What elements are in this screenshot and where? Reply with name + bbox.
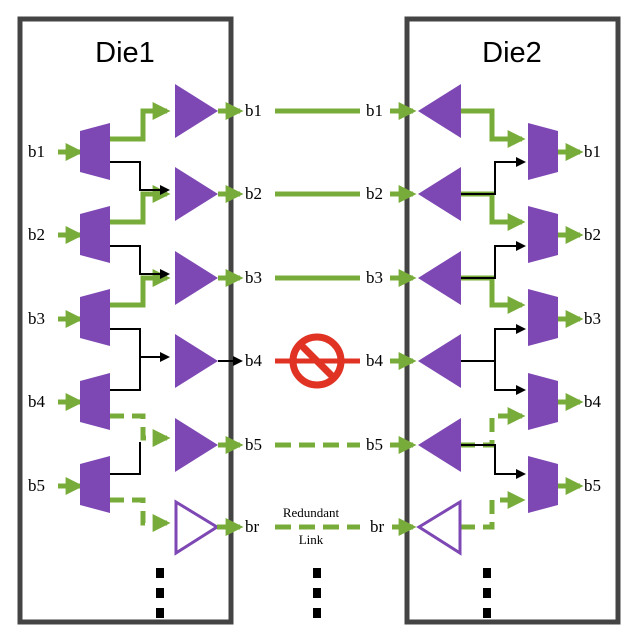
die2-alt-path-3 bbox=[461, 241, 526, 279]
die2-path-2 bbox=[461, 191, 526, 231]
die2-mux-3 bbox=[528, 289, 558, 346]
die1-out-label-b3: b3 bbox=[245, 268, 262, 287]
die2-in-label-b1: b1 bbox=[366, 101, 383, 120]
die2-alt-path-2 bbox=[461, 157, 526, 195]
die2-label-b2: b2 bbox=[584, 225, 601, 244]
die1-mux1-upper-path bbox=[110, 102, 171, 142]
die1-tx-buffer-2 bbox=[175, 167, 218, 221]
die1-mux2-upper-path bbox=[110, 185, 171, 225]
die2-in-label-b4: b4 bbox=[366, 351, 384, 370]
die2-mux-2 bbox=[528, 206, 558, 263]
die2-rx-buffer-4 bbox=[418, 334, 461, 388]
die2-path-5 bbox=[461, 407, 526, 448]
die1-label-b5: b5 bbox=[28, 476, 45, 495]
die1-out-label-b2: b2 bbox=[245, 184, 262, 203]
die2-title: Die2 bbox=[482, 37, 542, 69]
die1-mux5-lower-path bbox=[110, 442, 141, 475]
die2-alt-path-4a bbox=[461, 324, 526, 362]
die1-out-label-b4: b4 bbox=[245, 351, 263, 370]
die1-tx-buffer-1 bbox=[175, 84, 218, 138]
die2-path-1 bbox=[461, 108, 526, 148]
redundant-link-label-line2: Link bbox=[299, 532, 324, 547]
die1-label-b1: b1 bbox=[28, 142, 45, 161]
die2-rx-buffer-3 bbox=[418, 251, 461, 305]
die2-label-b4: b4 bbox=[584, 392, 602, 411]
die2-rx-buffer-5 bbox=[418, 418, 461, 472]
die2-path-3 bbox=[461, 275, 526, 314]
die1-tx-buffer-redundant bbox=[174, 499, 220, 556]
die1-tx-buffer-4 bbox=[175, 334, 218, 388]
die1-mux-2 bbox=[80, 206, 110, 263]
die1-mux-column bbox=[58, 84, 220, 556]
die1-out-label-b5: b5 bbox=[245, 435, 262, 454]
broken-link-icon bbox=[289, 333, 345, 389]
die1-label-b3: b3 bbox=[28, 309, 45, 328]
die1-mux4-upper-path bbox=[110, 413, 171, 447]
die2-continuation-dots bbox=[483, 568, 491, 618]
die2-rx-buffer-redundant bbox=[416, 499, 462, 556]
redundant-link-label-line1: Redundant bbox=[283, 505, 340, 520]
die1-box bbox=[17, 16, 234, 625]
die1-mux-3 bbox=[80, 289, 110, 346]
die1-mux-4 bbox=[80, 373, 110, 430]
die1-mux4-lower-path bbox=[110, 357, 141, 391]
die1-out-label-b1: b1 bbox=[245, 101, 262, 120]
die1-mux1-lower-path bbox=[110, 161, 170, 195]
die2-path-redundant bbox=[461, 491, 526, 530]
die2-rx-buffer-1 bbox=[418, 84, 461, 138]
die2-demux-column bbox=[416, 84, 584, 556]
die2-label-b1: b1 bbox=[584, 142, 601, 161]
die1-mux3-lower-path bbox=[110, 328, 170, 362]
die1-continuation-dots bbox=[156, 568, 164, 618]
die1-tx-buffer-5 bbox=[175, 418, 218, 472]
die2-label-b3: b3 bbox=[584, 309, 601, 328]
die2-rx-buffer-2 bbox=[418, 167, 461, 221]
die2-mux-5 bbox=[528, 456, 558, 513]
die2-label-b5: b5 bbox=[584, 476, 601, 495]
die1-label-b4: b4 bbox=[28, 392, 46, 411]
die1-title: Die1 bbox=[95, 37, 155, 69]
die1-mux2-lower-path bbox=[110, 245, 170, 279]
die2-mux-1 bbox=[528, 123, 558, 180]
die1-mux3-upper-path bbox=[110, 269, 171, 308]
die1-tx-buffer-3 bbox=[175, 251, 218, 305]
die1-label-b2: b2 bbox=[28, 225, 45, 244]
die2-in-label-br: br bbox=[370, 517, 385, 536]
die2-mux-4 bbox=[528, 373, 558, 430]
die2-in-label-b3: b3 bbox=[366, 268, 383, 287]
die2-in-label-b2: b2 bbox=[366, 184, 383, 203]
die2-alt-path-4b bbox=[494, 361, 526, 395]
die1-mux5-upper-path bbox=[110, 497, 171, 532]
die1-mux-5 bbox=[80, 456, 110, 513]
link-continuation-dots bbox=[313, 568, 321, 618]
die1-out-label-br: br bbox=[245, 517, 260, 536]
die2-alt-path-5 bbox=[461, 444, 526, 479]
die2-box bbox=[404, 16, 621, 625]
die1-mux-1 bbox=[80, 123, 110, 180]
die2-in-label-b5: b5 bbox=[366, 435, 383, 454]
